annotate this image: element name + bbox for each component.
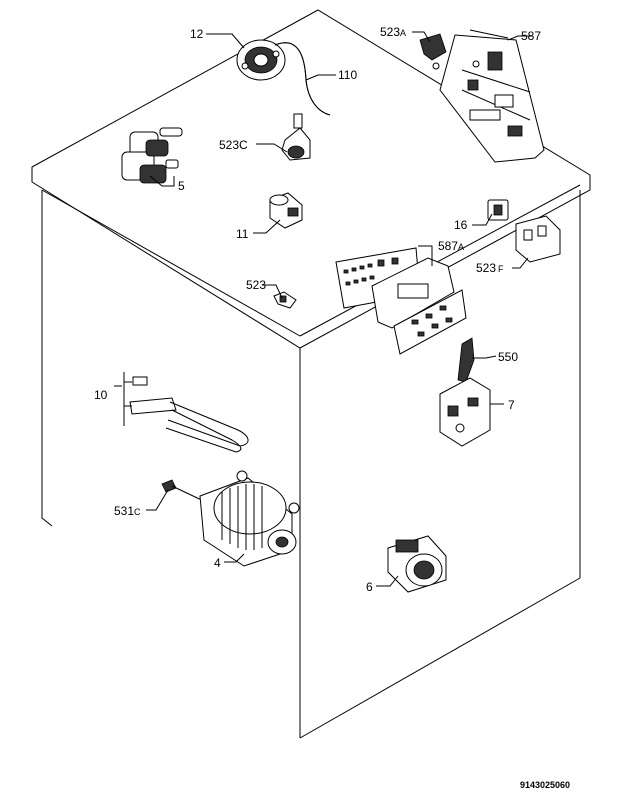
pressure-switch-part bbox=[236, 39, 286, 81]
label-587: 587 bbox=[521, 29, 541, 43]
clip-523c-part bbox=[281, 113, 311, 161]
label-6: 6 bbox=[366, 580, 373, 594]
label-523c: 523C bbox=[219, 138, 248, 152]
cabinet-outline bbox=[31, 9, 591, 739]
label-531c: 531C bbox=[114, 504, 141, 518]
label-110: 110 bbox=[338, 68, 357, 82]
label-11: 11 bbox=[236, 227, 249, 241]
label-10: 10 bbox=[94, 388, 108, 402]
door-lock-7-part bbox=[439, 377, 491, 447]
label-5: 5 bbox=[178, 179, 185, 193]
label-587a: 587A bbox=[438, 239, 464, 253]
label-7: 7 bbox=[508, 398, 515, 412]
connector-523a-part bbox=[419, 33, 447, 70]
label-4: 4 bbox=[214, 556, 221, 570]
motor-part bbox=[199, 470, 300, 567]
label-16: 16 bbox=[454, 218, 468, 232]
filter-523f-part bbox=[515, 215, 561, 263]
capacitor-part bbox=[269, 192, 303, 229]
drawing-code: 9143025060 bbox=[520, 780, 570, 790]
control-panel-587a-part bbox=[335, 247, 467, 355]
label-523: 523 bbox=[246, 278, 266, 292]
clip-523-part bbox=[273, 291, 297, 309]
label-550: 550 bbox=[498, 350, 518, 364]
lever-550-part bbox=[457, 337, 475, 383]
door-lock-16-part bbox=[487, 199, 509, 221]
label-12: 12 bbox=[190, 27, 204, 41]
inlet-valve-part bbox=[121, 127, 183, 184]
drain-pump-part bbox=[387, 535, 447, 593]
heating-element-part bbox=[129, 376, 249, 453]
control-board-587-part bbox=[439, 29, 545, 163]
leader-lines bbox=[114, 31, 532, 587]
label-523a: 523A bbox=[380, 25, 406, 39]
